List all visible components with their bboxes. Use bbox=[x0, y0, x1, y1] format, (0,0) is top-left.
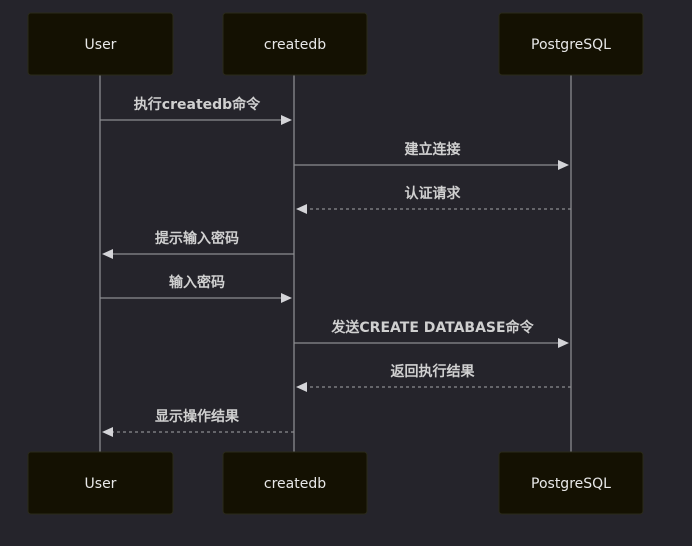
arrowhead-icon bbox=[102, 427, 113, 437]
message-7: 返回执行结果 bbox=[296, 363, 571, 392]
message-5: 输入密码 bbox=[100, 274, 292, 303]
actor-user-top[interactable]: User bbox=[27, 12, 174, 76]
actor-label: User bbox=[85, 476, 117, 492]
actor-createdb-bottom[interactable]: createdb bbox=[222, 451, 368, 515]
actor-label: User bbox=[85, 37, 117, 53]
actor-box bbox=[498, 451, 644, 515]
message-label: 建立连接 bbox=[405, 141, 461, 158]
message-label: 显示操作结果 bbox=[155, 408, 240, 425]
arrowhead-icon bbox=[281, 115, 292, 125]
message-label: 执行createdb命令 bbox=[134, 96, 261, 113]
actor-box bbox=[222, 451, 368, 515]
actor-createdb-top[interactable]: createdb bbox=[222, 12, 368, 76]
message-8: 显示操作结果 bbox=[102, 408, 294, 437]
actor-postgres-bottom[interactable]: PostgreSQL bbox=[498, 451, 644, 515]
message-4: 提示输入密码 bbox=[102, 230, 294, 259]
actor-box bbox=[27, 451, 174, 515]
actor-label: PostgreSQL bbox=[531, 37, 611, 53]
actor-label: PostgreSQL bbox=[531, 476, 611, 492]
message-label: 返回执行结果 bbox=[391, 363, 476, 380]
actor-label: createdb bbox=[264, 37, 326, 53]
arrowhead-icon bbox=[296, 382, 307, 392]
arrowhead-icon bbox=[281, 293, 292, 303]
actor-postgres-top[interactable]: PostgreSQL bbox=[498, 12, 644, 76]
message-label: 认证请求 bbox=[405, 185, 462, 202]
message-6: 发送CREATE DATABASE命令 bbox=[294, 319, 569, 348]
actor-label: createdb bbox=[264, 476, 326, 492]
actor-box bbox=[27, 12, 174, 76]
message-1: 执行createdb命令 bbox=[100, 96, 292, 125]
arrowhead-icon bbox=[558, 338, 569, 348]
arrowhead-icon bbox=[296, 204, 307, 214]
message-2: 建立连接 bbox=[294, 141, 569, 170]
actor-user-bottom[interactable]: User bbox=[27, 451, 174, 515]
arrowhead-icon bbox=[558, 160, 569, 170]
arrowhead-icon bbox=[102, 249, 113, 259]
actor-box bbox=[498, 12, 644, 76]
message-label: 发送CREATE DATABASE命令 bbox=[330, 319, 534, 336]
message-3: 认证请求 bbox=[296, 185, 571, 214]
actor-box bbox=[222, 12, 368, 76]
message-label: 输入密码 bbox=[169, 274, 225, 291]
message-label: 提示输入密码 bbox=[155, 230, 239, 247]
